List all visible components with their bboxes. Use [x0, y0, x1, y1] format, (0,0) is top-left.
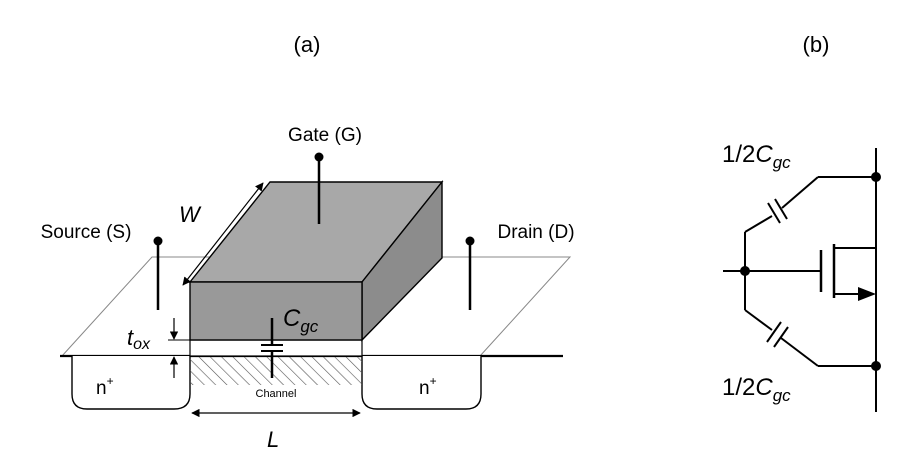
n-plus-right-label: n+ — [419, 374, 437, 399]
bottom-capacitance-label: 1/2Cgc — [722, 374, 791, 405]
width-dimension-arrow — [182, 182, 264, 286]
panel-a-label: (a) — [294, 32, 321, 57]
drain-terminal-dot — [465, 236, 475, 246]
n-plus-left-region — [71, 356, 191, 410]
gate-oxide — [189, 339, 363, 357]
top-cap-plate-1 — [767, 202, 781, 224]
top-capacitance-label: 1/2Cgc — [722, 141, 791, 172]
source-terminal-dot — [153, 236, 163, 246]
width-label: W — [179, 202, 202, 227]
drain-label: Drain (D) — [497, 222, 574, 243]
length-label: L — [267, 427, 279, 452]
gate-label: Gate (G) — [288, 125, 362, 146]
gate-front-face — [189, 281, 363, 341]
channel-label: Channel — [256, 388, 297, 400]
gate-channel-capacitor-icon — [261, 318, 283, 378]
channel-region — [190, 357, 362, 385]
bottom-cap-plate-2 — [773, 326, 789, 348]
n-plus-left-label: n+ — [96, 374, 114, 399]
bottom-cap-plate-1 — [766, 321, 782, 343]
mosfet-structure — [60, 152, 572, 418]
n-plus-right-region — [361, 356, 482, 410]
panel-b-label: (b) — [803, 32, 830, 57]
tox-label: tox — [127, 325, 151, 353]
source-label: Source (S) — [41, 222, 132, 243]
mosfet-schematic — [723, 148, 881, 412]
source-arrow-icon — [858, 287, 876, 301]
cgc-label: Cgc — [283, 305, 319, 336]
gate-terminal-dot — [314, 152, 324, 162]
top-cap-plate-2 — [774, 198, 788, 220]
